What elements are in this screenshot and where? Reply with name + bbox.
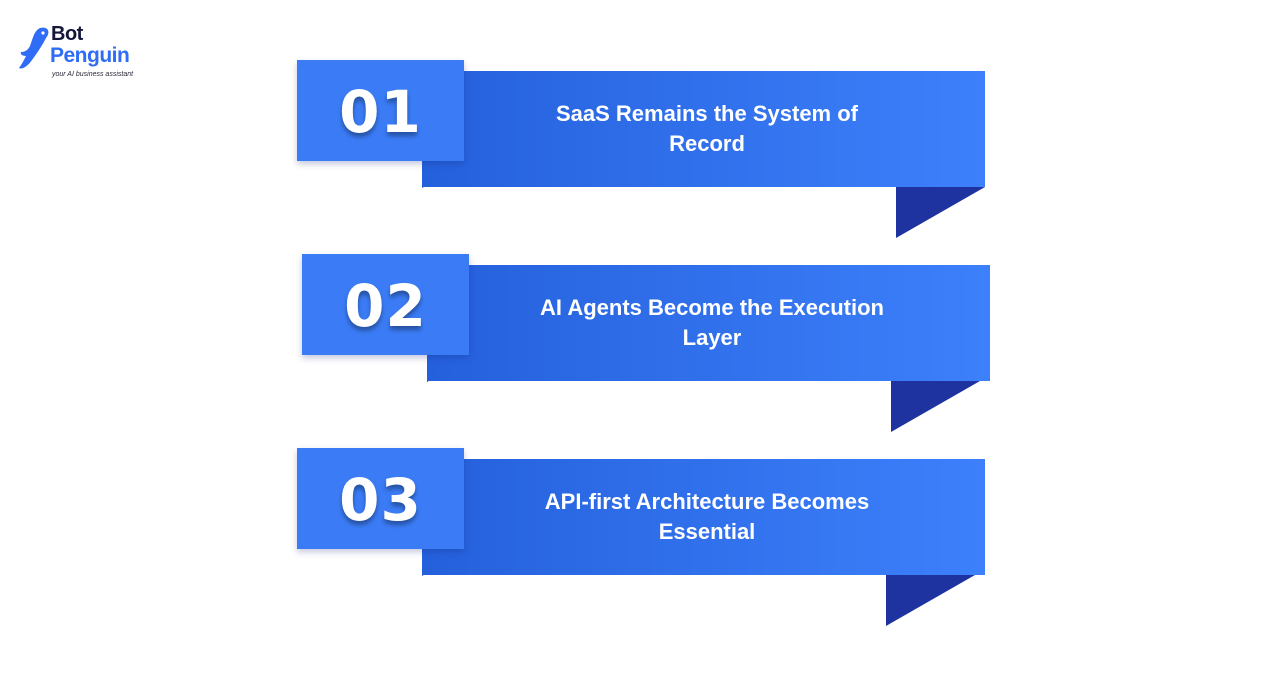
item-label: SaaS Remains the System of Record	[555, 101, 858, 156]
item-label: API-first Architecture Becomes Essential	[544, 489, 870, 544]
logo-text-penguin: Penguin	[50, 44, 130, 67]
ribbon-3	[422, 459, 985, 626]
number-box: 03	[297, 448, 464, 549]
ribbon-band	[422, 459, 985, 575]
ribbon-1	[422, 71, 985, 238]
list-item-1: 01 SaaS Remains the System of Record	[297, 60, 997, 240]
ribbon-fold-right	[896, 187, 985, 238]
item-number: 02	[344, 271, 427, 340]
ribbon-band	[422, 71, 985, 187]
ribbon-2	[427, 265, 990, 432]
ribbon-band	[427, 265, 990, 381]
number-box: 02	[302, 254, 469, 355]
list-item-2: 02 AI Agents Become the Execution Layer	[302, 254, 1002, 434]
logo-tagline: your AI business assistant	[52, 71, 134, 78]
logo-text-bot: Bot	[51, 23, 83, 45]
number-box: 01	[297, 60, 464, 161]
list-item-3: 03 API-first Architecture Becomes Essent…	[297, 448, 997, 628]
ribbon-fold-right	[886, 575, 975, 626]
botpenguin-logo: Bot Penguin your AI business assistant	[18, 23, 148, 84]
penguin-icon	[19, 27, 49, 69]
ribbon-fold-right	[891, 381, 980, 432]
item-number: 03	[339, 465, 422, 534]
item-number: 01	[339, 77, 422, 146]
item-label: AI Agents Become the Execution Layer	[540, 295, 884, 350]
